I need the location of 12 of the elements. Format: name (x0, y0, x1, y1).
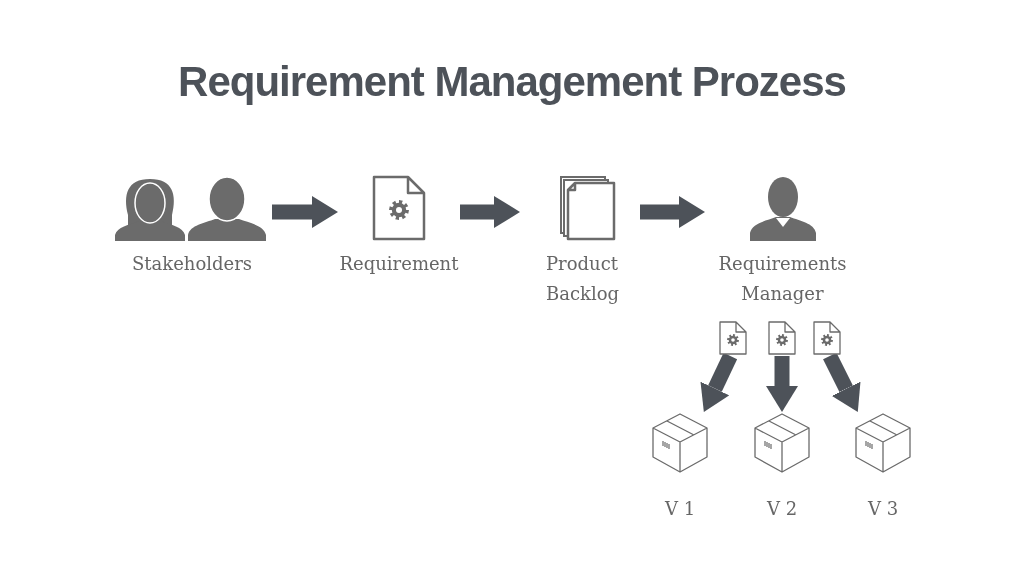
node-label: V 2 (766, 497, 798, 521)
node-label: Product Backlog (546, 252, 621, 306)
node-label: Requirement (339, 252, 459, 276)
title: Requirement Management Prozess (177, 58, 847, 106)
block-arrow (640, 196, 705, 228)
block-arrow (272, 196, 338, 228)
node-label: Requirements Manager (717, 252, 848, 306)
node-label: Stakeholders (131, 252, 253, 276)
block-arrow (766, 356, 798, 412)
block-arrow (460, 196, 520, 228)
node-label: V 1 (664, 497, 696, 521)
node-label: V 3 (867, 497, 899, 521)
